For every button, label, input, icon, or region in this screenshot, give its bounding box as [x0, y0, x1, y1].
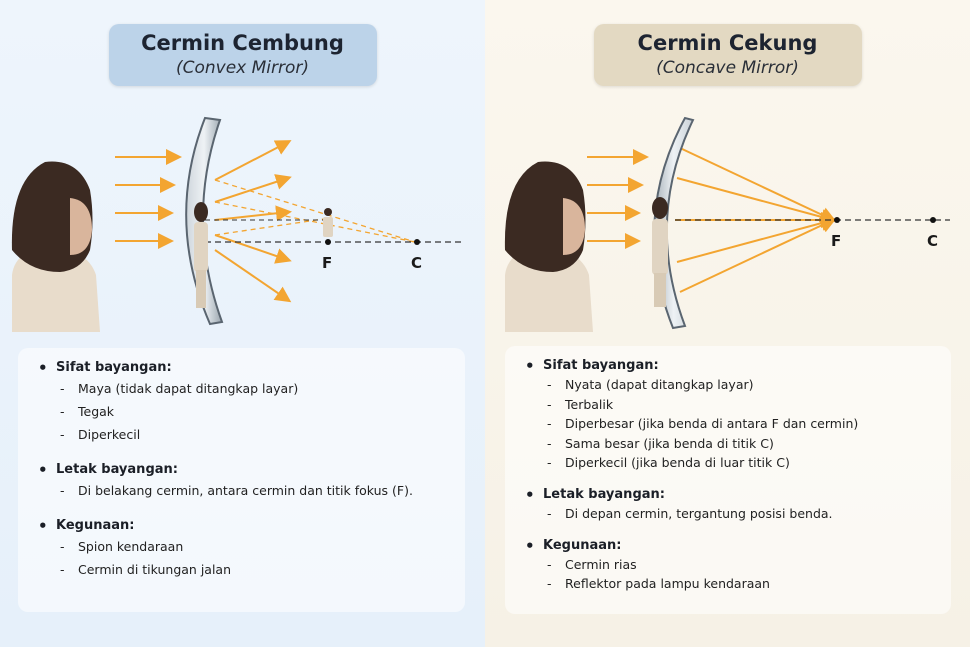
center-point-dot: [930, 217, 936, 223]
concave-section-image-location: Letak bayangan: Di depan cermin, tergant…: [525, 486, 933, 524]
list-item: Spion kendaraan: [60, 535, 447, 558]
section-heading: Letak bayangan:: [525, 486, 933, 504]
convex-title-box: Cermin Cembung (Convex Mirror): [108, 24, 377, 86]
convex-subtitle: (Convex Mirror): [175, 58, 310, 78]
center-point-dot: [414, 239, 420, 245]
focal-point-dot: [834, 217, 840, 223]
list-item: Terbalik: [547, 395, 933, 415]
concave-panel: Cermin Cekung (Concave Mirror): [485, 0, 970, 647]
concave-subtitle: (Concave Mirror): [656, 58, 799, 78]
list-item: Diperkecil: [60, 423, 447, 446]
convex-mirror: [185, 116, 224, 326]
list-item: Nyata (dapat ditangkap layar): [547, 375, 933, 395]
list-item: Diperkecil (jika benda di luar titik C): [547, 453, 933, 473]
concave-section-image-properties: Sifat bayangan: Nyata (dapat ditangkap l…: [525, 357, 933, 473]
list-item: Reflektor pada lampu kendaraan: [547, 574, 933, 594]
convex-panel: Cermin Cembung (Convex Mirror): [0, 0, 485, 647]
section-heading: Sifat bayangan:: [38, 359, 447, 377]
list-item: Tegak: [60, 400, 447, 423]
list-item: Sama besar (jika benda di titik C): [547, 434, 933, 454]
focal-point-label: F: [322, 254, 332, 272]
person-figure: [504, 161, 593, 332]
list-item: Di depan cermin, tergantung posisi benda…: [547, 504, 933, 524]
mirror-reflection-figure: [194, 202, 208, 308]
concave-info-card: Sifat bayangan: Nyata (dapat ditangkap l…: [505, 346, 951, 614]
section-heading: Letak bayangan:: [38, 461, 447, 479]
convex-title: Cermin Cembung: [141, 31, 344, 55]
convex-section-uses: Kegunaan: Spion kendaraan Cermin di tiku…: [38, 517, 447, 581]
list-item: Di belakang cermin, antara cermin dan ti…: [60, 479, 447, 502]
concave-title-box: Cermin Cekung (Concave Mirror): [593, 24, 862, 86]
convex-info-card: Sifat bayangan: Maya (tidak dapat ditang…: [18, 348, 465, 612]
person-figure: [11, 161, 100, 332]
list-item: Cermin rias: [547, 555, 933, 575]
center-point-label: C: [927, 232, 938, 250]
convex-diagram: F C: [11, 116, 465, 332]
list-item: Diperbesar (jika benda di antara F dan c…: [547, 414, 933, 434]
section-heading: Kegunaan:: [38, 517, 447, 535]
convex-section-image-location: Letak bayangan: Di belakang cermin, anta…: [38, 461, 447, 502]
virtual-image-figure: [323, 208, 333, 237]
mirror-reflection-figure: [652, 197, 668, 307]
convex-section-image-properties: Sifat bayangan: Maya (tidak dapat ditang…: [38, 359, 447, 446]
concave-title: Cermin Cekung: [637, 31, 818, 55]
list-item: Cermin di tikungan jalan: [60, 558, 447, 581]
list-item: Maya (tidak dapat ditangkap layar): [60, 377, 447, 400]
concave-section-uses: Kegunaan: Cermin rias Reflektor pada lam…: [525, 537, 933, 594]
focal-point-label: F: [831, 232, 841, 250]
section-heading: Sifat bayangan:: [525, 357, 933, 375]
concave-diagram: F C: [504, 116, 950, 332]
focal-point-dot: [325, 239, 331, 245]
center-point-label: C: [411, 254, 422, 272]
section-heading: Kegunaan:: [525, 537, 933, 555]
